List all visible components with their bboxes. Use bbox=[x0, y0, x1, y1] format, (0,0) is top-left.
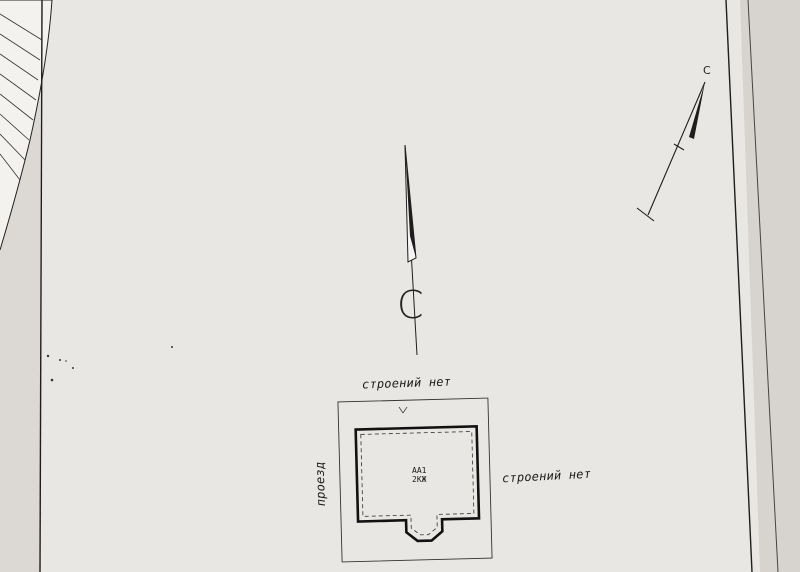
lot-boundary bbox=[337, 397, 493, 563]
frame-outer-line bbox=[747, 0, 779, 572]
building-code: АА1 2КЖ bbox=[412, 466, 426, 484]
page-curl bbox=[0, 0, 53, 251]
north-letter: С bbox=[397, 283, 424, 327]
frame-right-line bbox=[725, 0, 753, 572]
north-arrow-icon bbox=[404, 144, 418, 356]
label-driveway: проезд bbox=[312, 461, 329, 507]
small-north-arrow-icon bbox=[636, 81, 706, 222]
north-letter-small: С bbox=[703, 64, 711, 77]
frame-left-line bbox=[39, 0, 43, 572]
building-footprint bbox=[354, 425, 481, 543]
building-code-line1: АА1 bbox=[412, 466, 427, 475]
paper-specks bbox=[46, 346, 173, 382]
building-code-line2: 2КЖ bbox=[412, 475, 427, 484]
